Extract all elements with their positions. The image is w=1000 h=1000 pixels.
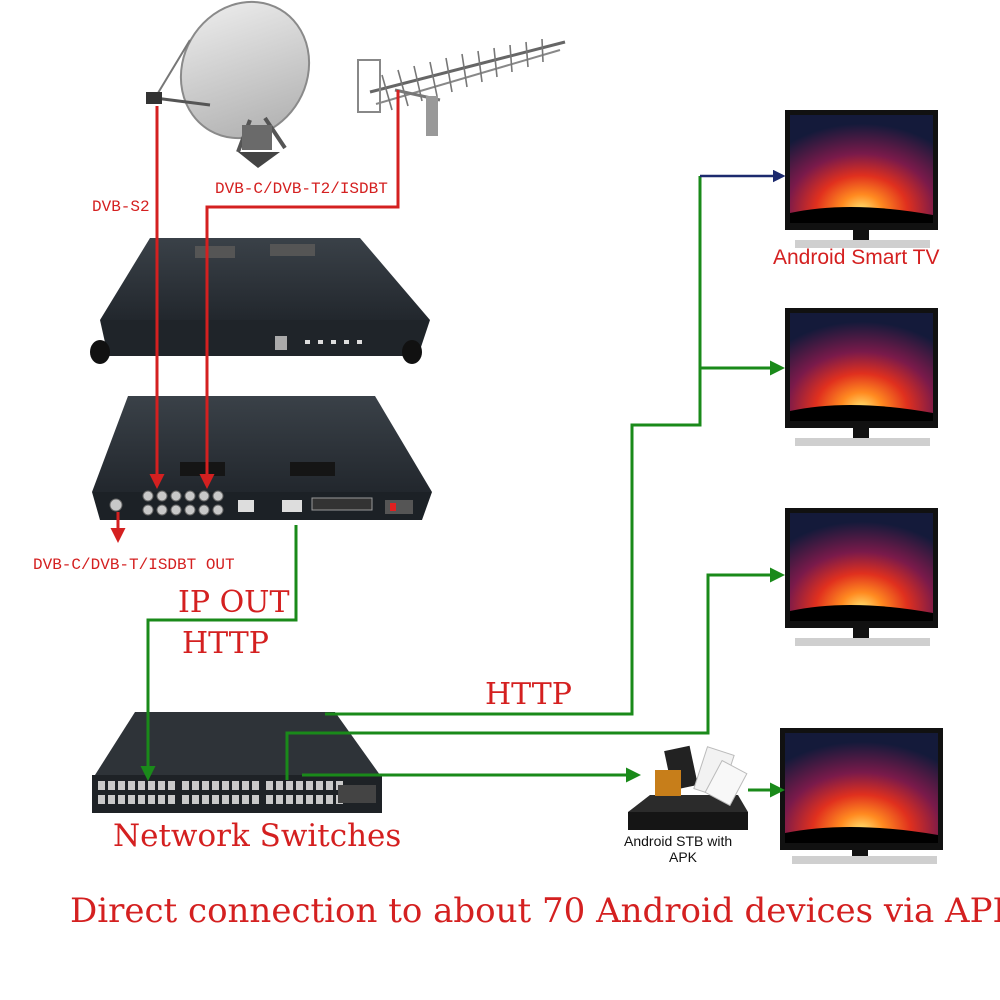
switch-port [306,781,313,790]
switch-port [98,795,105,804]
switch-port [296,795,303,804]
android-stb-label-line2: APK [669,849,698,865]
switch-port [108,781,115,790]
switch-port [252,795,259,804]
switch-port [148,781,155,790]
switch-port [212,795,219,804]
switch-port [222,781,229,790]
switch-port [118,795,125,804]
switch-port [316,781,323,790]
tv-monitor-icon [785,308,938,446]
switch-port [202,795,209,804]
switch-port [158,781,165,790]
switch-port [128,795,135,804]
satellite-dish-icon [146,0,311,168]
network-switch-icon [92,712,382,813]
tv-monitor-icon [785,110,938,248]
switch-port [252,781,259,790]
switch-port [158,795,165,804]
footer-caption: Direct connection to about 70 Android de… [70,891,1000,931]
dvb-c-t2-isdbt-cable [199,90,400,489]
switch-port [266,781,273,790]
switch-port [138,795,145,804]
set-top-box-icon [628,745,748,830]
switch-port [232,795,239,804]
rack-unit-back-icon [92,396,432,520]
switch-port [148,795,155,804]
http-distribution-lines [285,176,785,798]
switch-port [242,781,249,790]
switch-port [182,795,189,804]
switch-port [276,781,283,790]
rf-out-label: DVB-C/DVB-T/ISDBT OUT [33,556,235,574]
tv-monitor-icon [785,508,938,646]
switch-port [182,781,189,790]
http-left-label: HTTP [182,626,269,661]
switch-port [242,795,249,804]
switch-port [232,781,239,790]
switch-port [118,781,125,790]
switch-port [108,795,115,804]
switch-port [296,781,303,790]
network-switches-label: Network Switches [113,818,401,854]
android-smart-tv-label: Android Smart TV [773,246,940,269]
switch-port [266,795,273,804]
switch-port [168,795,175,804]
switch-port [222,795,229,804]
android-stb-label-line1: Android STB with [624,833,732,849]
yagi-antenna-icon [357,38,566,136]
rack-unit-icon [90,238,430,364]
dvb-c-t2-isdbt-label: DVB-C/DVB-T2/ISDBT [215,180,388,198]
switch-port [202,781,209,790]
switch-port [306,795,313,804]
switch-port [192,795,199,804]
ip-out-label: IP OUT [178,585,289,620]
ip-out-cable [140,525,298,781]
dvb-s2-label: DVB-S2 [92,198,150,216]
switch-port [128,781,135,790]
switch-port [326,795,333,804]
tv-monitor-icon [780,728,943,864]
switch-port [316,795,323,804]
switch-port [98,781,105,790]
switch-port [138,781,145,790]
switch-port [286,795,293,804]
switch-port [276,795,283,804]
switch-port [326,781,333,790]
switch-port [212,781,219,790]
switch-port [192,781,199,790]
switch-port [168,781,175,790]
http-right-label: HTTP [485,677,572,712]
switch-port [286,781,293,790]
